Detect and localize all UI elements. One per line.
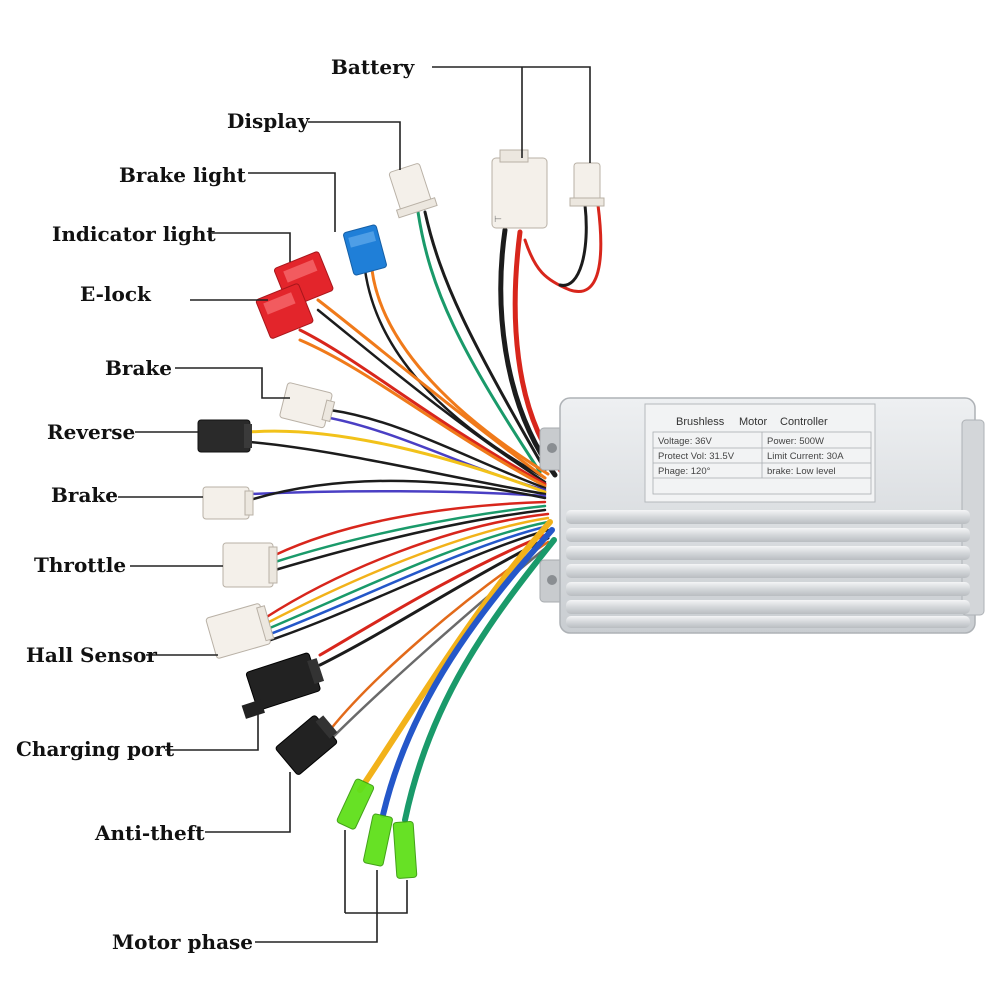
e-lock-connector <box>255 283 314 339</box>
leader-charging-port <box>165 705 259 751</box>
hall-sensor-connector <box>205 603 275 659</box>
label-reverse: Reverse <box>47 420 135 444</box>
label-throttle: Throttle <box>34 553 126 577</box>
motor-phase-terminal-blue <box>363 813 393 867</box>
brake-connector-1 <box>279 382 336 429</box>
heatsink-fins <box>566 510 970 628</box>
charging-port-connector <box>241 652 325 719</box>
motor-phase-terminal-yellow <box>336 778 375 830</box>
display-wire-green <box>416 210 542 474</box>
indicator-wire-1 <box>316 298 547 480</box>
plate-title-word-2: Motor <box>739 416 767 428</box>
throttle-wire-green <box>273 504 547 564</box>
label-brake-2: Brake <box>51 483 118 507</box>
indicator-wire-2 <box>316 308 547 484</box>
brake2-wire-purple <box>248 489 547 498</box>
display-connector <box>388 163 438 219</box>
reverse-wire-black <box>248 440 547 496</box>
battery-sense-connector <box>569 162 605 207</box>
leader-motor-phase <box>255 830 408 943</box>
plate-power: Power: 500W <box>767 436 824 447</box>
mounting-hole-bottom <box>547 575 557 585</box>
leader-indicator-light <box>212 232 291 262</box>
brake2-wire-black <box>248 479 547 502</box>
label-battery: Battery <box>331 55 416 79</box>
wire-bundle <box>248 203 603 823</box>
leader-brake-light <box>248 172 336 232</box>
label-hall-sensor: Hall Sensor <box>26 643 157 667</box>
leader-display <box>308 121 401 170</box>
label-indicator-light: Indicator light <box>52 222 216 246</box>
throttle-wire-red <box>273 500 547 557</box>
label-e-lock: E-lock <box>80 282 152 306</box>
labels: Battery Display Brake light Indicator li… <box>16 55 416 954</box>
reverse-wire-yellow <box>248 429 547 494</box>
phase-wire-yellow <box>357 519 553 793</box>
connectors: ⊢ <box>197 149 605 879</box>
label-display: Display <box>227 109 311 133</box>
elock-wire-2 <box>298 338 547 488</box>
hall-wire-green <box>263 520 550 632</box>
leader-anti-theft <box>205 772 291 833</box>
brake-connector-2 <box>202 486 254 520</box>
brake-light-connector <box>343 224 387 276</box>
brake-light-wire <box>370 268 550 476</box>
label-charging-port: Charging port <box>16 737 175 761</box>
leader-brake-1 <box>175 367 290 399</box>
plate-protect-vol: Protect Vol: 31.5V <box>658 451 735 462</box>
plate-voltage: Voltage: 36V <box>658 436 713 447</box>
label-anti-theft: Anti-theft <box>94 821 205 845</box>
plate-brake: brake: Low level <box>767 466 836 477</box>
plate-title-word-3: Controller <box>780 416 828 428</box>
svg-text:⊢: ⊢ <box>494 215 502 225</box>
throttle-connector <box>222 542 278 588</box>
anti-theft-connector <box>275 715 338 775</box>
plate-title-word-1: Brushless <box>676 416 725 428</box>
controller-housing: Brushless Motor Controller Voltage: 36V … <box>539 397 985 634</box>
label-brake-light: Brake light <box>119 163 247 187</box>
battery-sense-red <box>523 203 603 293</box>
spec-plate: Brushless Motor Controller Voltage: 36V … <box>644 403 876 503</box>
label-motor-phase: Motor phase <box>112 930 253 954</box>
phase-wire-green <box>402 537 557 823</box>
brake1-wire-black <box>328 408 547 490</box>
leader-lines <box>118 66 591 943</box>
battery-main-connector: ⊢ <box>491 149 548 229</box>
charging-wire-black <box>318 536 550 667</box>
mounting-hole-top <box>547 443 557 453</box>
hall-wire-blue <box>263 524 550 638</box>
throttle-wire-black <box>273 508 547 572</box>
display-wire-black <box>423 210 547 472</box>
hall-wire-black <box>263 528 550 644</box>
hall-wire-red <box>263 512 550 620</box>
charging-wire-red <box>318 532 550 657</box>
plate-limit-current: Limit Current: 30A <box>767 451 844 462</box>
leader-battery <box>432 66 591 163</box>
plate-phage: Phage: 120° <box>658 466 711 477</box>
phase-wire-blue <box>380 527 555 818</box>
elock-wire-1 <box>298 328 547 486</box>
reverse-connector <box>197 419 252 453</box>
battery-sense-black <box>558 203 588 287</box>
hall-wire-yellow <box>263 516 550 626</box>
motor-phase-terminal-green <box>392 821 418 879</box>
label-brake-1: Brake <box>105 356 172 380</box>
battery-wire-black <box>498 227 558 478</box>
